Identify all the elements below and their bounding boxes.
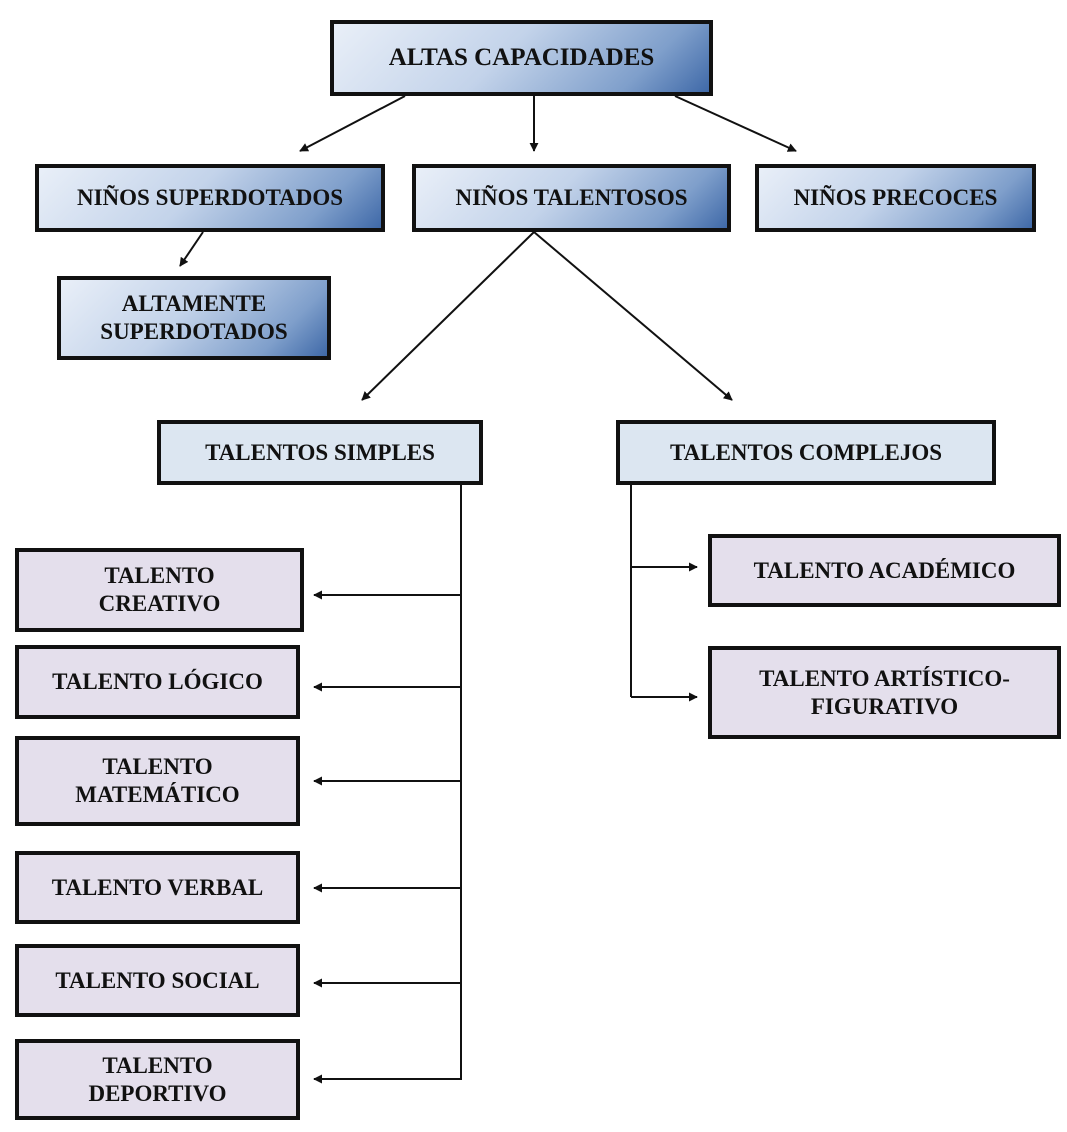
node-talento-artistico-figurativo: TALENTO ARTÍSTICO-FIGURATIVO: [708, 646, 1061, 739]
arrow-superdotados-to-altamente: [179, 231, 204, 267]
node-talento-verbal: TALENTO VERBAL: [15, 851, 300, 924]
node-talento-creativo: TALENTO CREATIVO: [15, 548, 304, 632]
node-label: TALENTO DEPORTIVO: [88, 1052, 227, 1106]
arrow-talentosos-to-complejos: [533, 231, 733, 401]
node-label: TALENTO MATEMÁTICO: [75, 754, 240, 807]
node-ninos-superdotados: NIÑOS SUPERDOTADOS: [35, 164, 385, 232]
node-ninos-precoces: NIÑOS PRECOCES: [755, 164, 1036, 232]
node-label: TALENTO ACADÉMICO: [753, 557, 1016, 583]
node-talento-matematico: TALENTO MATEMÁTICO: [15, 736, 300, 826]
node-ninos-talentosos: NIÑOS TALENTOSOS: [412, 164, 731, 232]
node-label: TALENTO SOCIAL: [55, 967, 260, 993]
arrow-root-to-precoces: [674, 95, 797, 152]
node-label: TALENTO VERBAL: [51, 874, 264, 900]
node-talento-logico: TALENTO LÓGICO: [15, 645, 300, 719]
node-talento-academico: TALENTO ACADÉMICO: [708, 534, 1061, 607]
node-talentos-complejos: TALENTOS COMPLEJOS: [616, 420, 996, 485]
node-talentos-simples: TALENTOS SIMPLES: [157, 420, 483, 485]
node-label: TALENTO CREATIVO: [98, 563, 221, 616]
arrow-root-to-superdotados: [299, 95, 406, 152]
node-label: ALTAMENTE SUPERDOTADOS: [100, 291, 288, 344]
node-label: TALENTOS SIMPLES: [205, 439, 435, 465]
node-talento-deportivo: TALENTO DEPORTIVO: [15, 1039, 300, 1120]
node-label: ALTAS CAPACIDADES: [388, 44, 655, 71]
node-label: NIÑOS TALENTOSOS: [455, 185, 688, 211]
node-label: TALENTO LÓGICO: [52, 669, 263, 695]
node-label: NIÑOS PRECOCES: [793, 185, 998, 211]
node-label: NIÑOS SUPERDOTADOS: [76, 185, 344, 211]
arrow-talentosos-to-simples: [361, 231, 535, 401]
node-altamente-superdotados: ALTAMENTE SUPERDOTADOS: [57, 276, 331, 360]
node-altas-capacidades: ALTAS CAPACIDADES: [330, 20, 713, 96]
node-talento-social: TALENTO SOCIAL: [15, 944, 300, 1017]
node-label: TALENTOS COMPLEJOS: [669, 439, 942, 465]
node-label: TALENTO ARTÍSTICO-FIGURATIVO: [759, 665, 1010, 719]
